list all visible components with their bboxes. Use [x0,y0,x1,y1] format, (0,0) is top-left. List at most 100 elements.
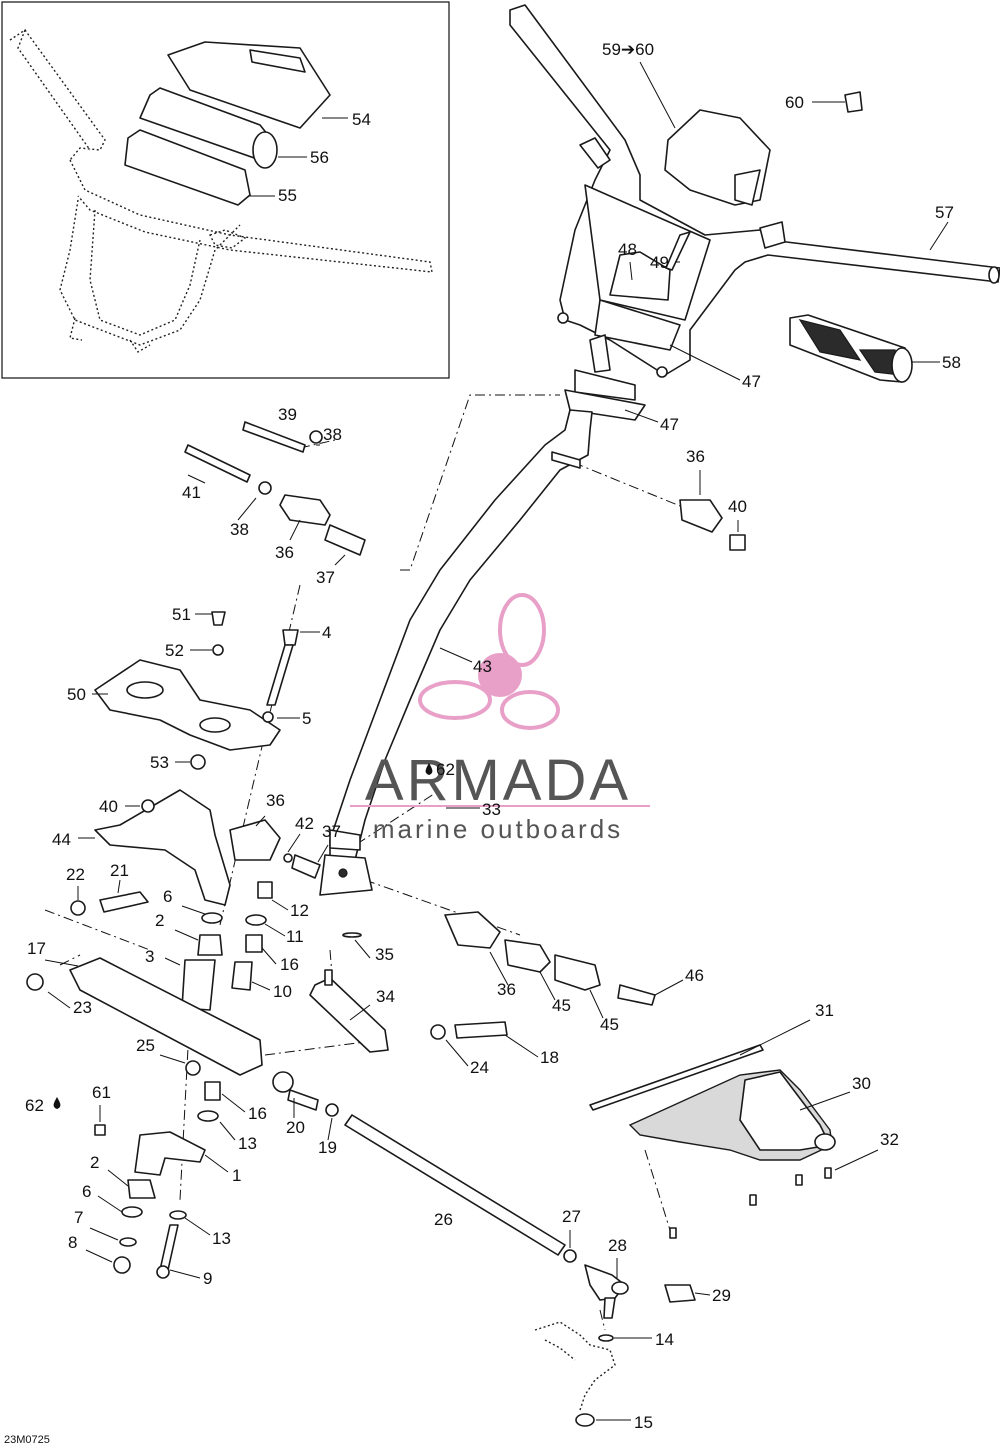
callout-label: 6 [82,1182,91,1201]
callout-leader [187,474,206,484]
callout-label: 32 [880,1130,899,1149]
callout-label: 18 [540,1048,559,1067]
callout-label: 41 [182,483,201,502]
callout-label: 5 [302,709,311,728]
callout-label: 4 [322,623,331,642]
callout-leader [181,905,206,915]
callout-label: 53 [150,753,169,772]
callout-leader [159,1054,186,1064]
steering-arm [272,969,508,1117]
support-bracket [94,789,321,906]
callout-label: 58 [942,353,961,372]
callout-leader [445,1039,469,1067]
callout-label: 47 [742,372,761,391]
watermark-brand: ARMADA [365,748,631,813]
callout-leader [439,647,473,663]
callout-leader [639,61,676,129]
callout-label: 29 [712,1286,731,1305]
callout-label: 27 [562,1207,581,1226]
callout-label: 37 [322,822,341,841]
inset-panel [1,1,450,379]
upper-fasteners [184,421,746,556]
callout-label: 2 [155,911,164,930]
callout-label: 24 [470,1058,489,1077]
callout-label: 35 [375,945,394,964]
callout-leader [349,1004,371,1021]
callout-leader [624,409,659,423]
callout-leader [85,1249,113,1263]
handlebar-clamps [564,231,691,421]
callout-leader [89,1227,119,1241]
callout-label: 38 [323,425,342,444]
callout-label: 23 [73,998,92,1017]
clip [844,91,863,113]
callout-leader [739,1019,811,1056]
callout-label: 36 [686,447,705,466]
callout-leader [489,951,509,986]
callout-label: 19 [318,1138,337,1157]
callout-label: 62 [25,1096,44,1115]
callout-label: 60 [785,93,804,112]
oil-drop-icon [53,1097,61,1109]
rod-end-parts [534,1264,696,1427]
callout-leader [261,947,277,965]
watermark-tagline: marine outboards [373,814,623,844]
callout-label: 31 [815,1001,834,1020]
callout-label: 28 [608,1236,627,1255]
callout-label: 22 [66,865,85,884]
callout-leader [174,929,199,941]
callout-leader [44,959,79,967]
callout-leader [169,1269,201,1279]
callout-leader [694,1292,711,1296]
callout-leader [255,815,266,827]
callout-label: 16 [248,1104,267,1123]
callout-label: 14 [655,1330,674,1349]
callout-label: 38 [230,520,249,539]
callout-label: 16 [280,955,299,974]
callout-label: 2 [90,1153,99,1172]
watermark: ARMADA marine outboards [350,593,650,844]
grip [789,314,913,383]
callout-layer: 54565559➔6060574849584747393841383637364… [25,40,961,1432]
callout-label: 21 [110,861,129,880]
callout-leader [589,989,604,1019]
callout-leader [237,497,257,521]
callout-leader [271,899,289,911]
callout-label: 13 [212,1229,231,1248]
callout-label: 36 [497,980,516,999]
callout-leader [354,939,371,959]
callout-label: 45 [600,1015,619,1034]
callout-label: 51 [172,605,191,624]
callout-label: 9 [203,1269,212,1288]
callout-leader [251,981,271,991]
callout-leader [289,519,301,541]
callout-label: 11 [286,927,304,946]
callout-leader [287,833,301,853]
callout-leader [629,261,633,281]
drawing-code: 23M0725 [4,1434,50,1446]
tie-rod [344,1114,566,1256]
callout-label: 47 [660,415,679,434]
callout-label: 36 [266,791,285,810]
column-bracket [94,611,299,770]
callout-leader [264,923,286,937]
callout-label: 20 [286,1118,305,1137]
callout-label: 39 [278,405,297,424]
callout-leader [504,1034,539,1058]
callout-leader [221,1093,246,1113]
callout-leader [334,554,346,566]
callout-label: 49 [650,253,669,272]
callout-label: 43 [473,657,492,676]
callout-label: 59➔60 [602,40,654,59]
boot-assembly [589,1044,836,1239]
callout-label: 61 [92,1083,111,1102]
callout-leader [204,1154,229,1173]
callout-label: 40 [99,797,118,816]
callout-label: 56 [310,148,329,167]
right-links [342,911,656,1006]
callout-label: 52 [165,641,184,660]
callout-label: 13 [238,1134,257,1153]
callout-leader [47,991,71,1009]
callout-label: 3 [145,947,154,966]
